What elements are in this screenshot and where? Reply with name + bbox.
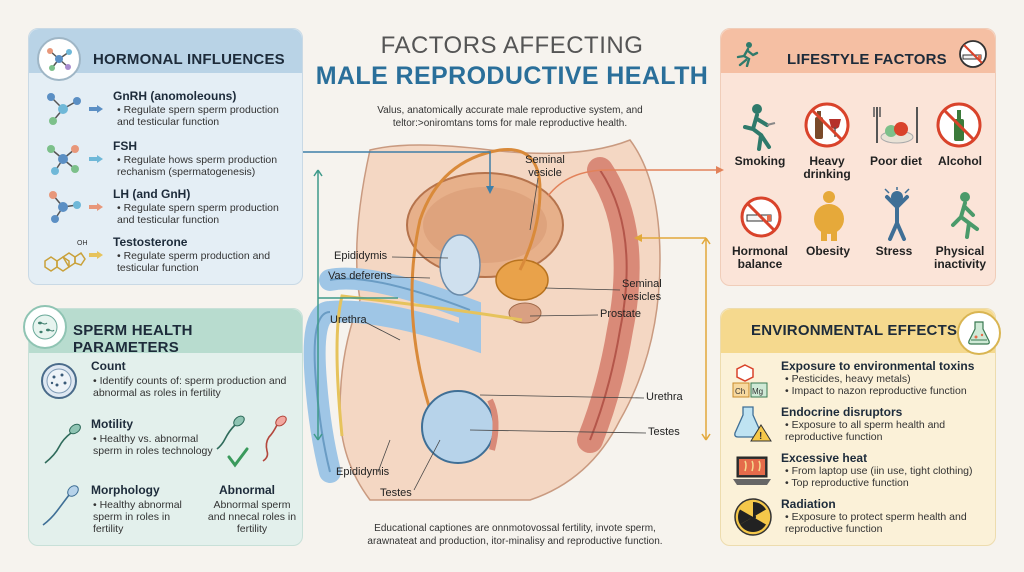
gnrh-arrow-icon [89, 105, 103, 113]
no-alcohol-icon [936, 102, 982, 148]
svg-text:!: ! [759, 431, 762, 442]
morphology-title: Morphology [91, 483, 160, 497]
fsh-text: • Regulate hows sperm production rechani… [117, 154, 278, 178]
label-epididymis: Epididymis [334, 250, 388, 262]
obesity-person-icon [814, 191, 844, 241]
running-person-icon [736, 42, 759, 67]
abnormal-text: Abnormal sperm and nnecal roles in ferti… [207, 499, 297, 535]
lifestyle-label-alcohol: Alcohol [938, 154, 982, 168]
gnrh-text: • Regulate spern sperm production and te… [117, 104, 279, 128]
toxin-symbol-mg: Mg [752, 387, 763, 396]
abnormal-title: Abnormal [219, 483, 276, 497]
stress-person-icon [884, 187, 910, 241]
radiation-text: • Exposure to protect sperm health and r… [785, 511, 967, 535]
testosterone-title: Testosterone [113, 235, 188, 249]
lh-molecule-icon [49, 191, 81, 223]
endocrine-flask-warning-icon: ! [734, 406, 772, 442]
molecule-icon [37, 37, 81, 81]
lh-arrow-icon [89, 203, 103, 211]
lifestyle-label-poor-diet: Poor diet [869, 154, 922, 168]
toxins-title: Exposure to environmental toxins [781, 359, 975, 373]
morphology-text: • Healthy abnormal sperm in roles in fer… [93, 499, 182, 535]
lifestyle-label-stress: Stress [875, 244, 913, 258]
lifestyle-label-physical-inactivity: Physical inactivity [933, 244, 987, 271]
fsh-arrow-icon [89, 155, 103, 163]
morphology-sperm-icon [42, 485, 79, 526]
toxin-symbol-ch: Ch [735, 387, 745, 396]
testosterone-structure-icon: OH [44, 240, 88, 272]
petri-dish-icon [41, 363, 77, 399]
lifestyle-label-heavy-drinking: Heavy drinking [803, 154, 851, 181]
gnrh-molecule-icon [47, 93, 81, 125]
lifestyle-label-hormonal-balance: Hormonal balance [731, 244, 788, 271]
toxins-text: • Pesticides, heavy metals) • Impact to … [785, 373, 967, 397]
radiation-title: Radiation [781, 497, 836, 511]
lifestyle-panel-header [721, 29, 995, 73]
healthy-vs-abnormal-sperm-icon [216, 415, 287, 468]
label-vas-deferens: Vas deferens [328, 270, 393, 282]
lifestyle-label-smoking: Smoking [734, 154, 786, 168]
environment-heading: ENVIRONMENTAL EFFECTS [751, 322, 958, 339]
count-text: • Identify counts of: sperm production a… [93, 375, 287, 399]
hormonal-heading: HORMONAL INFLUENCES [93, 51, 285, 68]
label-seminal-vesicle: Seminal vesicle [525, 154, 565, 179]
label-urethra-left: Urethra [330, 314, 367, 326]
no-smoking-icon [740, 196, 782, 238]
label-urethra-right: Urethra [646, 391, 683, 403]
label-prostate: Prostate [600, 308, 641, 320]
endocrine-title: Endocrine disruptors [781, 405, 903, 419]
endocrine-text: • Exposure to all sperm health and repro… [785, 419, 946, 443]
poor-diet-food-icon [873, 107, 918, 144]
label-epididymis-bottom: Epididymis [336, 466, 390, 478]
testosterone-text: • Regulate sperm production and testicul… [117, 250, 271, 274]
motility-text: • Healthy vs. abnormal sperm in roles te… [93, 433, 213, 457]
physical-inactivity-icon [951, 192, 979, 239]
chemical-toxins-icon: Ch Mg [732, 364, 768, 398]
label-seminal-vesicles: Seminal vesicles [622, 278, 662, 303]
laptop-heat-icon [733, 456, 771, 485]
caption: Educational captiones are onnmotovossal … [367, 523, 663, 547]
fsh-molecule-icon [47, 145, 79, 175]
lh-title: LH (and GnH) [113, 187, 191, 201]
title-line-2: MALE REPRODUCTIVE HEALTH [315, 62, 709, 90]
heat-title: Excessive heat [781, 451, 868, 465]
no-smoking-header-icon [959, 40, 987, 68]
lh-text: • Regulate spern sperm production and te… [117, 202, 279, 226]
motility-title: Motility [91, 417, 133, 431]
sperm-heading: SPERM HEALTH PARAMETERS [73, 322, 193, 356]
environment-panel-header [721, 309, 995, 353]
lifestyle-heading: LIFESTYLE FACTORS [787, 51, 947, 68]
fsh-title: FSH [113, 139, 137, 153]
motile-sperm-icon [44, 423, 81, 464]
heat-text: • From laptop use (iin use, tight clothi… [785, 465, 973, 489]
testosterone-oh-label: OH [77, 240, 88, 247]
microscope-sample-icon [23, 305, 67, 349]
no-drinking-icon [804, 102, 850, 148]
radiation-icon [734, 498, 772, 536]
title-line-1: FACTORS AFFECTING [380, 32, 644, 59]
testosterone-arrow-icon [89, 251, 103, 259]
sperm-panel-header [29, 309, 302, 353]
count-title: Count [91, 359, 126, 373]
lifestyle-factors-panel: LIFESTYLE FACTORS Smoking Heavy drinking… [720, 28, 996, 286]
environmental-effects-panel: ENVIRONMENTAL EFFECTS Ch Mg Exposure to … [720, 308, 1001, 546]
hormonal-influences-panel: HORMONAL INFLUENCES GnRH (anomoleouns) •… [28, 28, 303, 285]
subtitle: Valus, anatomically accurate male reprod… [377, 105, 643, 129]
sperm-health-panel: SPERM HEALTH PARAMETERS Count • Identify… [23, 305, 303, 546]
anatomy-illustration [303, 139, 661, 501]
lifestyle-label-obesity: Obesity [805, 244, 850, 258]
flask-leaf-icon [957, 311, 1001, 355]
smoking-person-icon [743, 104, 776, 151]
gnrh-title: GnRH (anomoleouns) [113, 89, 237, 103]
label-testes-bottom: Testes [380, 487, 412, 499]
label-testes-right: Testes [648, 426, 680, 438]
